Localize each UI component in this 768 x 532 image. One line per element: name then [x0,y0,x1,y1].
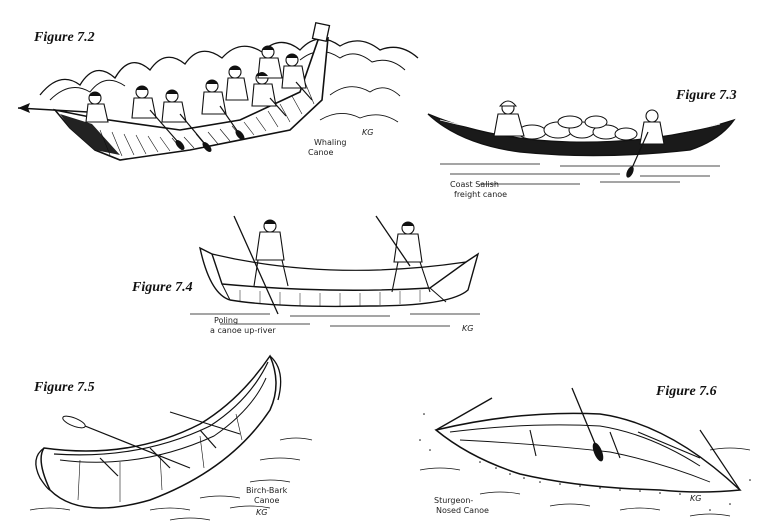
poling-canoe-illustration [190,215,480,327]
figure-7-3-panel: Figure 7.3 Coast Salish [420,80,768,210]
figure-7-5-caption-line1: Birch-Bark [246,486,288,495]
figure-7-4-panel: Figure 7.4 [130,210,510,340]
figure-7-4-caption-line1: Poling [214,316,239,325]
figure-7-2-panel: Figure 7.2 [0,0,430,175]
figure-7-3-label: Figure 7.3 [676,88,737,103]
figure-7-5-caption-line2: Canoe [254,496,280,505]
figure-7-4-label: Figure 7.4 [132,280,193,295]
figure-7-4-caption-line2: a canoe up-river [210,326,276,335]
figure-7-2-caption-line1: Whaling [314,138,347,147]
whaling-canoe-illustration [17,21,419,161]
figure-7-2-caption-line2: Canoe [308,148,334,157]
figure-7-3-caption-line2: freight canoe [454,190,508,199]
figure-7-2-signature: KG [362,128,374,137]
figure-7-5-signature: KG [256,508,268,517]
figure-7-6-label: Figure 7.6 [656,384,717,399]
freight-canoe-illustration [427,100,736,185]
figure-7-4-signature: KG [462,324,474,333]
figure-7-6-panel: Figure 7.6 Sturgeon- [400,370,768,532]
birch-bark-canoe-illustration [29,354,313,521]
figure-7-6-caption-line1: Sturgeon- [434,496,474,505]
figure-7-2-label: Figure 7.2 [34,30,95,45]
figure-7-6-caption-line2: Nosed Canoe [436,506,489,515]
figure-7-5-label: Figure 7.5 [34,380,95,395]
figure-7-6-signature: KG [690,494,702,503]
figure-7-5-panel: Figure 7.5 Birch-Bark [0,350,330,532]
figure-7-3-caption-line1: Coast Salish [450,180,499,189]
sturgeon-nosed-canoe-illustration [419,387,751,517]
